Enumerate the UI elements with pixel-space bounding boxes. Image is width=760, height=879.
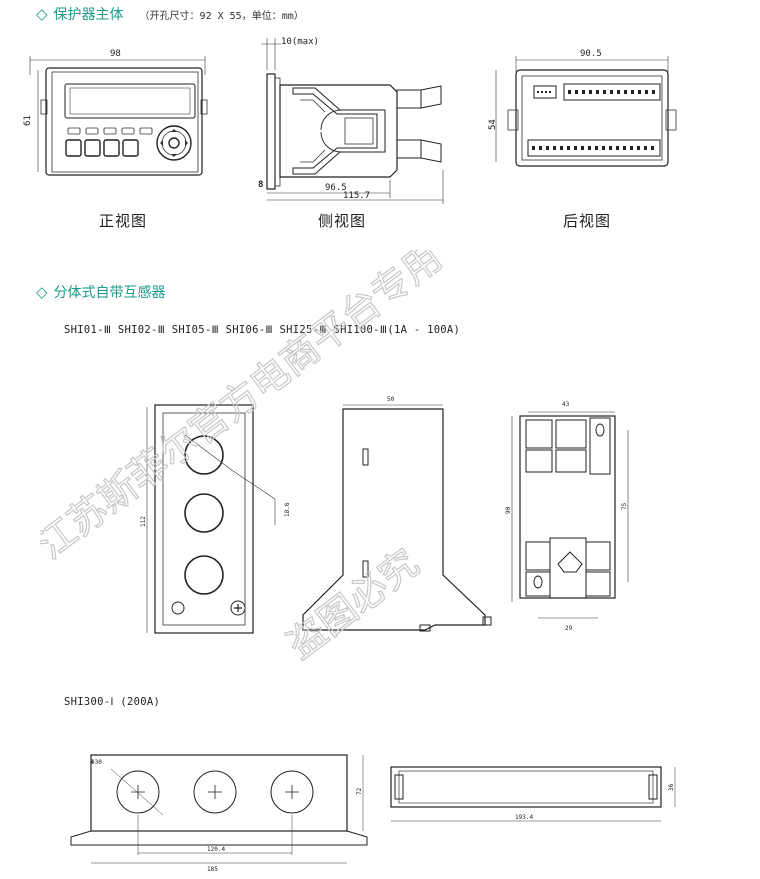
ct4-dim-pitch: 120.4 — [207, 846, 225, 853]
front-dim-height: 61 — [23, 115, 33, 126]
ct4-dim-width: 185 — [207, 866, 218, 873]
ct5-dim-height: 36 — [668, 783, 675, 791]
ct4-drawing: Φ30 120.4 185 72 — [70, 754, 368, 873]
section1-header: ◇ 保护器主体 （开孔尺寸：92 X 55，单位：mm） — [36, 4, 304, 24]
ct4-dim-hole: Φ30 — [91, 759, 102, 766]
ct2-drawing: 50 — [302, 396, 492, 632]
ct1-dim-hole: 18.6 — [284, 502, 291, 517]
rear-dim-height: 54 — [488, 119, 498, 130]
ct5-dim-width: 193.4 — [515, 814, 533, 821]
ct1-drawing: 112 18.6 — [140, 404, 291, 634]
ct3-dim-width: 43 — [562, 401, 570, 408]
side-dim-bottom2: 115.7 — [343, 191, 370, 201]
model2-label: SHI300-Ⅰ (200A) — [64, 696, 161, 708]
rear-dim-width-text: 90.5 — [580, 49, 602, 59]
front-view-drawing: 98 61 — [23, 49, 208, 176]
ct1-dim-height: 112 — [140, 516, 147, 527]
ct2-dim-width: 50 — [387, 396, 395, 403]
rear-view-caption: 后视图 — [563, 212, 612, 230]
section1-note: （开孔尺寸：92 X 55，单位：mm） — [139, 10, 304, 22]
side-dim-left: 8 — [258, 180, 263, 190]
model-list: SHI01-Ⅲ SHI02-Ⅲ SHI05-Ⅲ SHI06-Ⅲ SHI25-Ⅲ … — [64, 324, 461, 336]
section1-title: 保护器主体 — [53, 7, 124, 23]
section2-header: ◇ 分体式自带互感器 — [36, 282, 166, 302]
rear-view-drawing: 90.5 54 — [488, 49, 677, 167]
diamond-icon-2: ◇ — [36, 283, 48, 301]
diamond-icon: ◇ — [36, 5, 48, 23]
front-view-caption: 正视图 — [99, 212, 148, 230]
ct3-dim-inner: 75 — [621, 502, 628, 510]
side-view-drawing: 10(max) 8 96.5 115.7 — [258, 37, 444, 204]
section2-title: 分体式自带互感器 — [53, 285, 166, 301]
ct3-dim-bottom: 29 — [565, 625, 573, 632]
ct5-drawing: 193.4 36 — [390, 766, 676, 822]
ct3-dim-height: 90 — [505, 506, 512, 514]
front-dim-width: 98 — [110, 49, 121, 59]
side-dim-top: 10(max) — [281, 37, 319, 47]
side-view-caption: 侧视图 — [318, 212, 367, 230]
ct3-drawing: 43 90 75 29 — [505, 401, 629, 632]
ct4-dim-height: 72 — [356, 787, 363, 795]
side-dim-bottom1: 96.5 — [325, 183, 347, 193]
